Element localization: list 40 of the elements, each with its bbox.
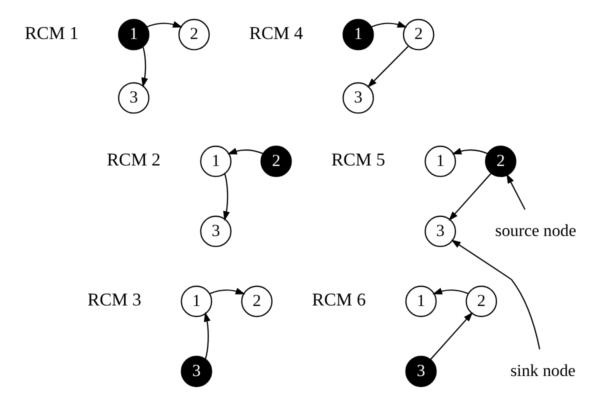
node-text: source node	[495, 220, 576, 240]
arrow	[451, 240, 540, 350]
node-circle: 2	[241, 286, 273, 318]
arrow	[506, 174, 526, 210]
node-circle: 1	[405, 286, 437, 318]
node-circle: 1	[180, 286, 212, 318]
arrow	[223, 174, 230, 221]
node-circle: 1	[342, 18, 374, 50]
label: RCM 6	[312, 290, 366, 310]
node-circle: 3	[118, 82, 150, 114]
arrow	[141, 46, 148, 88]
node-circle: 3	[405, 356, 437, 388]
node-circle: 1	[424, 146, 456, 178]
node-circle: 3	[200, 216, 232, 248]
label: RCM 5	[331, 150, 386, 170]
node-circle: 1	[200, 146, 232, 178]
node-circle: 3	[424, 216, 456, 248]
arrow	[367, 46, 408, 88]
arrow	[227, 148, 264, 154]
arrow	[430, 312, 473, 360]
node-text: sink node	[510, 360, 576, 380]
node-circle: 2	[402, 18, 434, 50]
node-circle: 2	[484, 146, 516, 178]
arrow	[371, 21, 408, 28]
arrow	[448, 173, 492, 221]
arrow	[432, 288, 468, 294]
label: RCM 3	[88, 290, 142, 310]
node-circle: 3	[180, 356, 212, 388]
node-circle: 1	[118, 18, 150, 50]
node-circle: 2	[178, 18, 210, 50]
arrow	[452, 148, 488, 154]
label: RCM 4	[249, 22, 304, 43]
label: RCM 2	[106, 150, 161, 170]
arrow	[209, 288, 246, 294]
arrow	[204, 312, 210, 360]
node-circle: 2	[260, 146, 292, 178]
node-circle: 3	[342, 82, 374, 114]
arrow	[146, 21, 183, 28]
label: RCM 1	[24, 22, 79, 43]
node-circle: 2	[466, 286, 498, 318]
